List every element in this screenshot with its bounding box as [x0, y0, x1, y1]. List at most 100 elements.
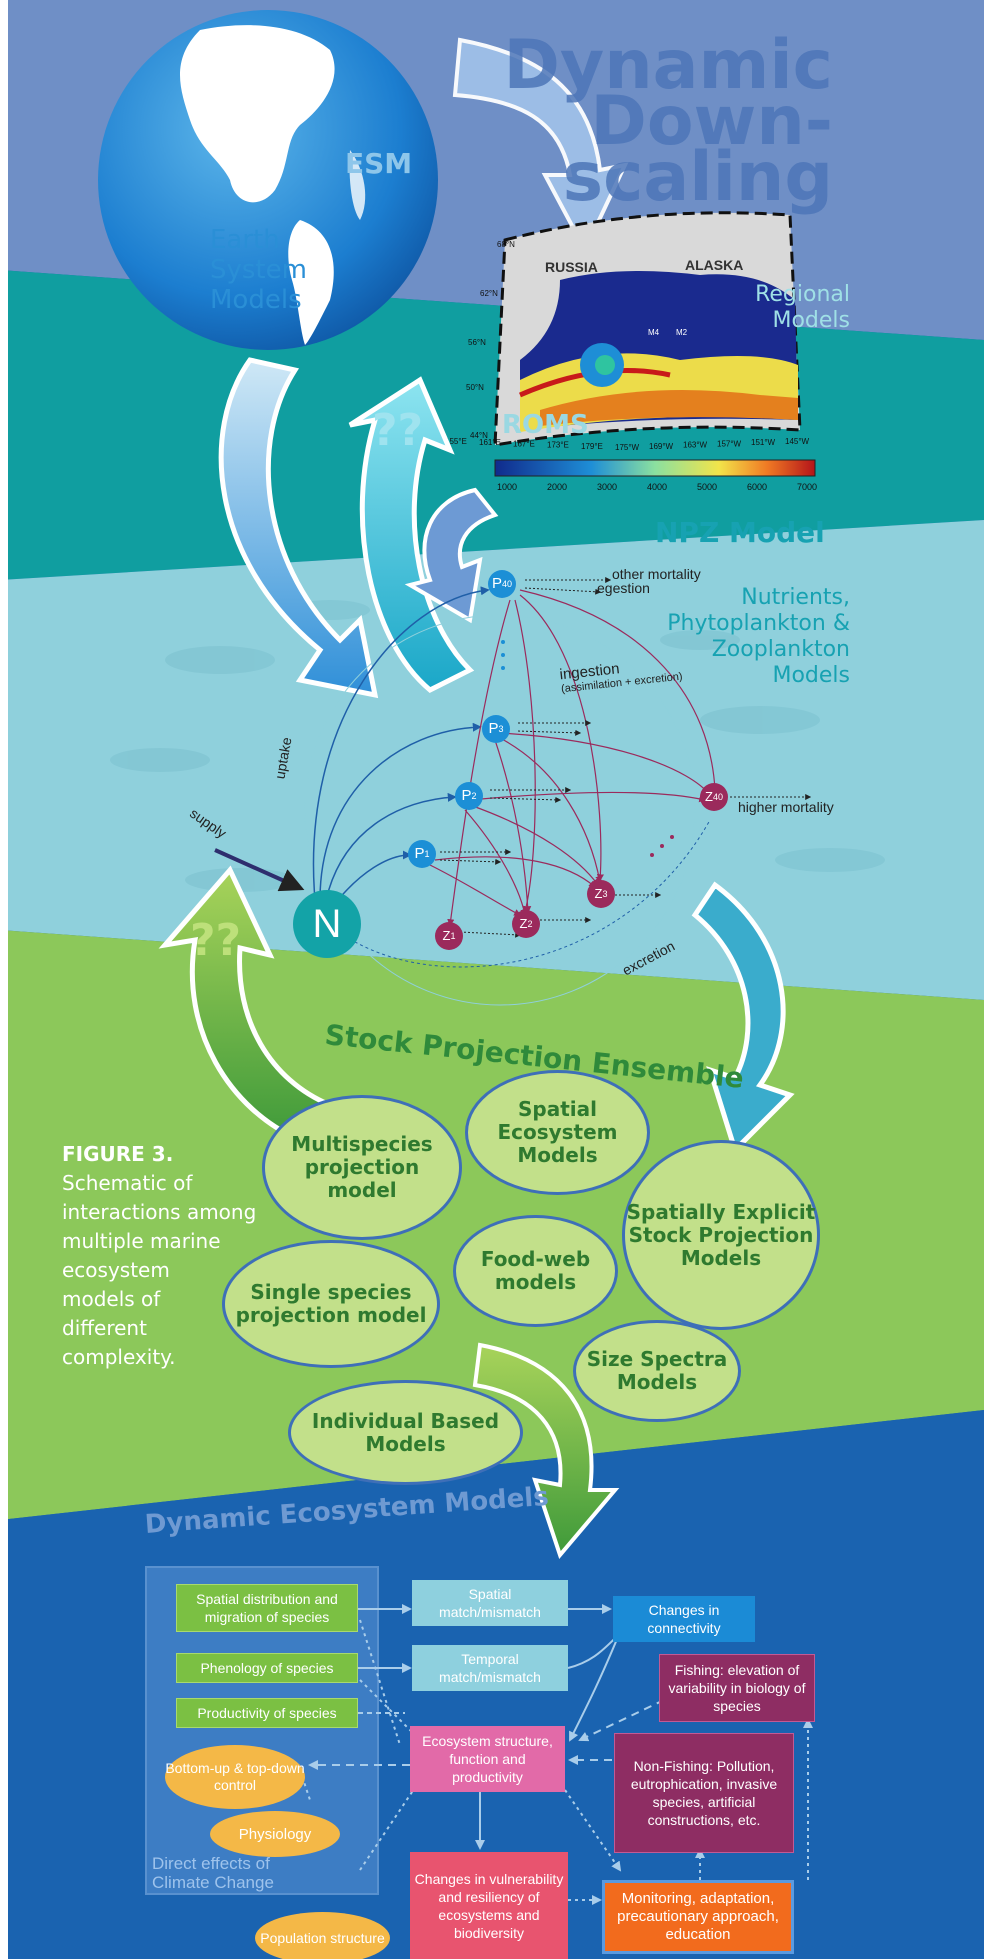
bottom-up-oval: Bottom-up & top-down control [165, 1745, 305, 1809]
map-lon-label: 151°W [751, 438, 776, 447]
figure-caption: FIGURE 3. Schematic of interactions amon… [62, 1140, 256, 1372]
dynamic-downscaling-title: Dynamic Down- scaling [500, 26, 833, 217]
direct-effects-label: Direct effects of Climate Change [152, 1854, 274, 1892]
map-lat-label: 68°N [497, 240, 515, 249]
colorbar-tick: 1000 [497, 482, 517, 492]
npz-model-title: NPZ Model [655, 516, 825, 549]
npz-description: Nutrients, Phytoplankton & Zooplankton M… [640, 585, 850, 689]
productivity-box: Productivity of species [176, 1698, 358, 1728]
map-lon-label: 173°E [547, 441, 569, 450]
globe [98, 10, 438, 350]
map-lon-label: 161°E [479, 438, 501, 447]
colorbar-tick: 4000 [647, 482, 667, 492]
map-lon-label: 175°W [615, 443, 640, 452]
esm-to-npz-arrow [218, 357, 379, 699]
fishing-box: Fishing: elevation of variability in bio… [659, 1654, 815, 1722]
colorbar-tick: 3000 [597, 482, 617, 492]
caption-line-2: interactions among [62, 1200, 257, 1224]
egestion-label: egestion [597, 580, 650, 596]
npz-desc-line-2: Phytoplankton & [667, 611, 850, 636]
map-lon-label: 169°W [649, 442, 674, 451]
regional-line-2: Models [772, 308, 850, 333]
roms-to-npz-arrow [404, 487, 499, 624]
temporal-match-box: Temporal match/mismatch [412, 1645, 568, 1691]
roms-question-marks: ?? [372, 405, 424, 456]
earth-line-1: Earth [210, 225, 280, 255]
map-lat-label: 62°N [480, 289, 498, 298]
npz-desc-line-3: Zooplankton [711, 637, 850, 662]
vulnerability-box: Changes in vulnerability and resiliency … [410, 1852, 568, 1959]
caption-line-3: multiple marine [62, 1229, 221, 1253]
direct-effects-line-2: Climate Change [152, 1873, 274, 1892]
map-lon-label: 155°E [445, 437, 467, 446]
npz-desc-line-1: Nutrients, [741, 585, 850, 610]
dem-connectors [299, 1604, 813, 1905]
station-m4: M4 [648, 328, 660, 337]
colorbar-tick: 7000 [797, 482, 817, 492]
map-lat-label: 44°N [470, 431, 488, 440]
map-alaska: ALASKA [685, 257, 743, 273]
stock-question-marks: ?? [190, 915, 242, 966]
colorbar-tick: 5000 [697, 482, 717, 492]
monitoring-box: Monitoring, adaptation, precautionary ap… [602, 1880, 794, 1954]
map-lon-label: 179°E [581, 442, 603, 451]
map-lat-label: 50°N [466, 383, 484, 392]
npz-desc-line-4: Models [772, 663, 850, 688]
ecosystem-structure-box: Ecosystem structure, function and produc… [410, 1726, 565, 1792]
direct-effects-line-1: Direct effects of [152, 1854, 270, 1873]
map-lat-label: 56°N [468, 338, 486, 347]
spatial-distribution-box: Spatial distribution and migration of sp… [176, 1584, 358, 1632]
spatial-match-box: Spatial match/mismatch [412, 1580, 568, 1626]
physiology-oval: Physiology [210, 1811, 340, 1857]
earth-line-3: Models [210, 285, 302, 315]
downscaling-arrow [452, 37, 629, 255]
other-mortality-label: other mortality [612, 566, 701, 582]
caption-line-5: models of [62, 1287, 161, 1311]
map-lon-label: 163°W [683, 441, 708, 450]
roms-map: RUSSIA ALASKA M4 M2 68°N 62°N 56°N 50°N 44°N… [445, 211, 817, 492]
esm-label: ESM [345, 147, 413, 180]
title-line-2: Down- [590, 82, 833, 161]
higher-mortality-label: higher mortality [738, 799, 834, 815]
stock-to-dem-arrow [472, 1342, 620, 1560]
fish-silhouettes [110, 600, 885, 892]
phenology-box: Phenology of species [176, 1653, 358, 1683]
caption-line-7: complexity. [62, 1345, 176, 1369]
earth-line-2: System [210, 255, 307, 285]
stock-to-npz-arrow [158, 865, 335, 1144]
colorbar-tick: 6000 [747, 482, 767, 492]
connectivity-box: Changes in connectivity [613, 1596, 755, 1642]
caption-line-6: different [62, 1316, 147, 1340]
map-lon-label: 145°W [785, 437, 810, 446]
nonfishing-box: Non-Fishing: Pollution, eutrophication, … [614, 1733, 794, 1853]
map-russia: RUSSIA [545, 259, 598, 275]
station-m2: M2 [676, 328, 688, 337]
title-line-3: scaling [562, 138, 833, 217]
caption-line-1: Schematic of [62, 1171, 193, 1195]
title-line-1: Dynamic [503, 26, 833, 105]
roms-label: ROMS [502, 410, 589, 440]
nutrient-node: N [293, 890, 361, 958]
population-structure-oval: Population structure [255, 1912, 390, 1959]
regional-line-1: Regional [755, 282, 850, 307]
earth-system-models-label: Earth System Models [210, 225, 307, 315]
npz-to-stock-arrow [691, 881, 795, 1155]
map-lon-label: 157°W [717, 439, 742, 448]
figure-label: FIGURE 3. [62, 1142, 174, 1166]
colorbar-tick: 2000 [547, 482, 567, 492]
map-lon-label: 167°E [513, 439, 535, 448]
